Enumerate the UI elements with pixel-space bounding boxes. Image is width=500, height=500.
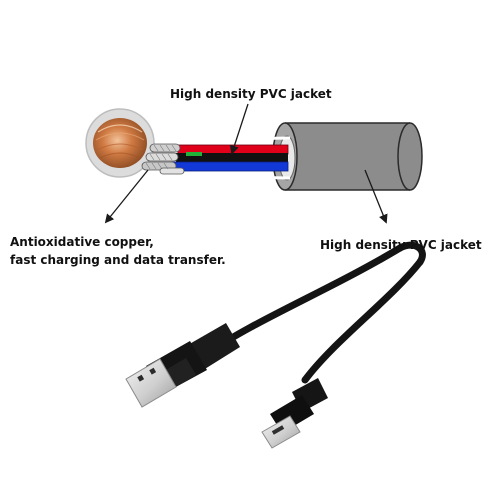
cable-cross-section [141,122,423,191]
wire-green [186,152,202,156]
usb-cable [201,241,426,384]
wire-blue [171,161,289,172]
label-copper: Antioxidative copper, fast charging and … [10,233,226,269]
arrow-copper [104,169,149,224]
micro-usb-plug-icon [261,378,328,449]
label-pvc-jacket-top: High density PVC jacket [170,87,332,101]
callout-lines [104,103,388,224]
copper-coil-icon [85,108,155,178]
label-copper-line2: fast charging and data transfer. [10,253,226,267]
label-pvc-jacket-right: High density PVC jacket [320,238,482,252]
arrow-top-jacket [229,103,249,155]
arrow-right-jacket [364,169,388,224]
usb-a-plug-icon [125,323,240,408]
wire-black [176,153,288,162]
label-copper-line1: Antioxidative copper, [10,235,154,249]
